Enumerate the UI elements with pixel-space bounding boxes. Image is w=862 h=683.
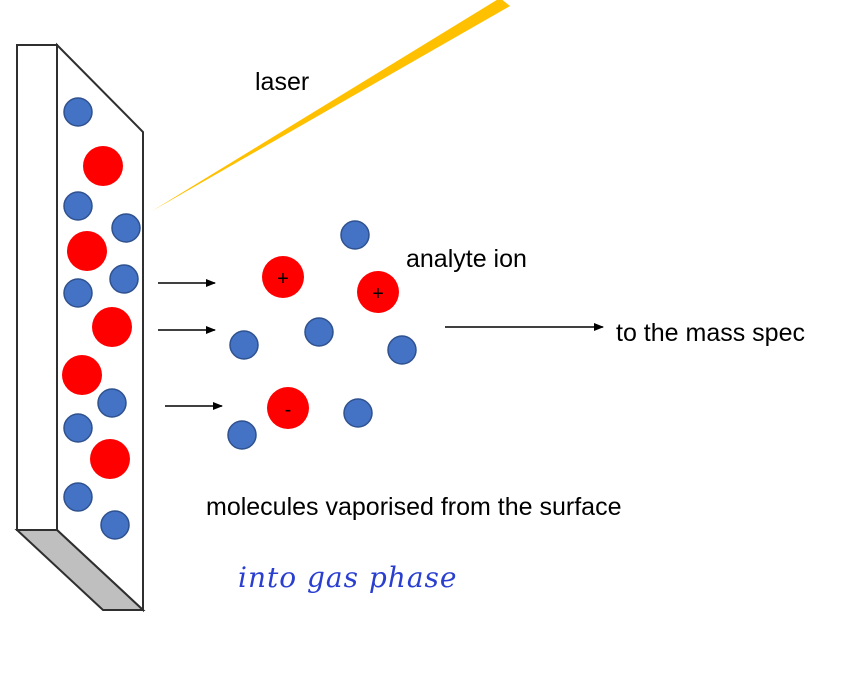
matrix-molecule	[229, 330, 259, 360]
laser-beam	[152, 0, 510, 211]
matrix-molecule	[63, 413, 93, 443]
matrix-molecule	[387, 335, 417, 365]
matrix-molecule	[63, 482, 93, 512]
mass-spec-label: to the mass spec	[616, 319, 805, 347]
matrix-molecule	[100, 510, 130, 540]
positive-charge: +	[277, 268, 289, 290]
matrix-molecule	[109, 264, 139, 294]
matrix-molecule	[63, 278, 93, 308]
analyte-molecule	[83, 146, 123, 186]
analyte-molecule	[67, 231, 107, 271]
plate-bottom-face	[14, 529, 146, 611]
matrix-molecule	[111, 213, 141, 243]
negative-charge: -	[285, 399, 292, 421]
analyte-molecule	[92, 307, 132, 347]
analyte-molecule	[62, 355, 102, 395]
matrix-molecule	[63, 97, 93, 127]
analyte-molecule	[90, 439, 130, 479]
matrix-molecule	[97, 388, 127, 418]
negative-ion	[267, 387, 309, 429]
handwritten-note: into gas phase	[238, 561, 458, 594]
matrix-molecule	[227, 420, 257, 450]
caption: molecules vaporised from the surface	[206, 493, 622, 521]
positive-ion	[357, 271, 399, 313]
matrix-molecule	[340, 220, 370, 250]
matrix-molecule	[63, 191, 93, 221]
analyte-ion-label: analyte ion	[406, 245, 527, 273]
positive-charge: +	[372, 283, 384, 305]
positive-ion	[262, 256, 304, 298]
matrix-molecule	[343, 398, 373, 428]
laser-label: laser	[255, 68, 310, 96]
matrix-molecule	[304, 317, 334, 347]
gas-phase-molecules: + + -	[227, 220, 417, 450]
surface-molecules	[62, 97, 141, 540]
desorption-arrows	[158, 279, 604, 410]
plate-side-face	[16, 44, 58, 531]
